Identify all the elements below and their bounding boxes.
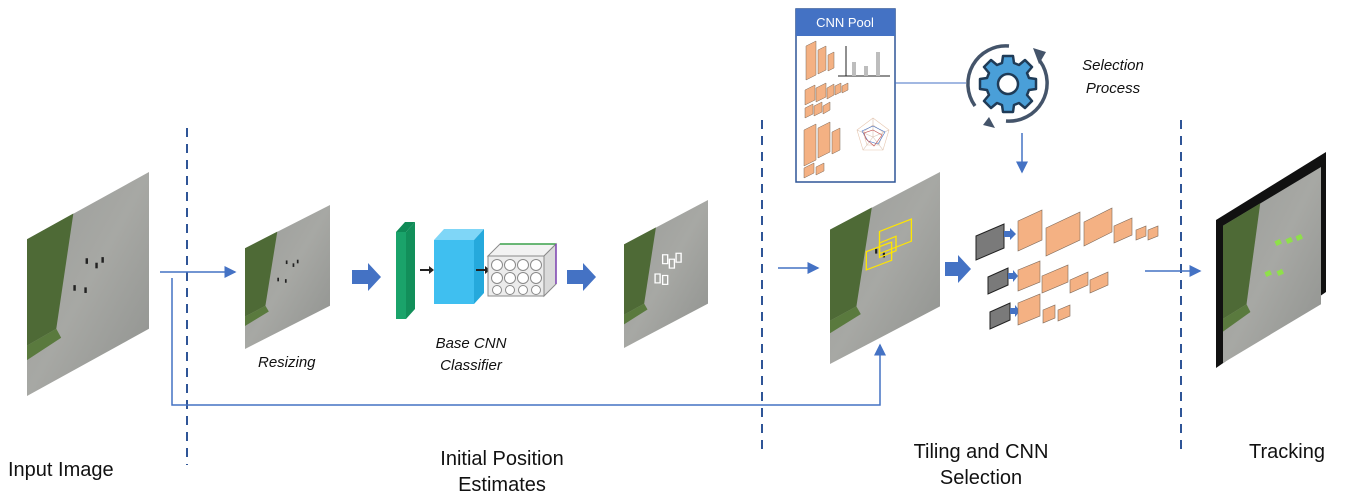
- stage-label-tiling-2: Selection: [940, 467, 1022, 489]
- stage-dividers: [186, 120, 1182, 465]
- resized-image: [245, 205, 330, 349]
- base-cnn-label-line2: Classifier: [440, 357, 503, 374]
- tiling-image: [830, 172, 940, 364]
- selection-process-icon: [966, 44, 1049, 128]
- cnn-pool-title: CNN Pool: [816, 15, 874, 30]
- tiled-cnn-selection: [975, 207, 1159, 330]
- cnn-pool-bar-chart: [838, 46, 890, 77]
- block-arrow-2: [567, 263, 596, 291]
- block-arrow-1: [352, 263, 381, 291]
- stage-label-initial-2: Estimates: [458, 474, 546, 496]
- stage-label-tracking: Tracking: [1249, 441, 1325, 463]
- input-image: [27, 172, 149, 396]
- base-cnn-classifier: [396, 222, 558, 319]
- bypass-connector: [171, 278, 886, 406]
- base-cnn-label-line1: Base CNN: [436, 335, 507, 352]
- selection-label-line1: Selection: [1082, 57, 1144, 74]
- stage-label-initial-1: Initial Position: [440, 448, 563, 470]
- block-arrow-3: [945, 255, 971, 283]
- selection-label-line2: Process: [1086, 80, 1141, 97]
- estimate-image: [624, 200, 708, 348]
- cnn-pool-radar-chart: [856, 117, 890, 151]
- stage-label-tiling-1: Tiling and CNN: [914, 441, 1049, 463]
- tracking-output: [1216, 152, 1326, 368]
- cnn-pool: CNN Pool: [795, 8, 896, 183]
- resizing-label: Resizing: [258, 354, 316, 371]
- stage-label-input: Input Image: [8, 459, 114, 481]
